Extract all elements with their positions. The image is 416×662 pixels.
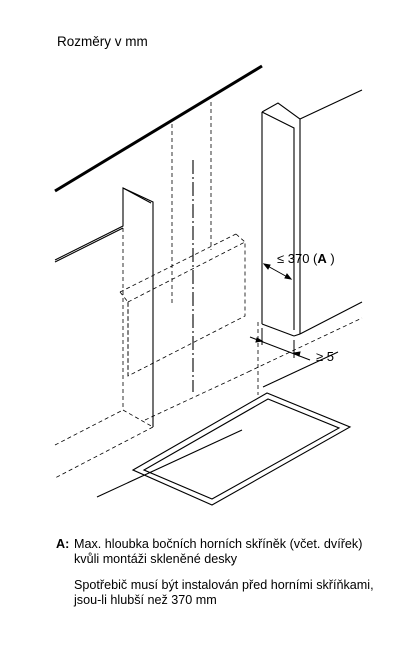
gap-label: ≥ 5 xyxy=(316,349,334,364)
right-wall-cabinet xyxy=(261,89,363,337)
left-cabinet-hidden-lines xyxy=(54,228,249,479)
note-a: A: Max. hloubka bočních horních skříněk … xyxy=(56,537,386,566)
gap-dimension-arrow xyxy=(249,328,311,361)
chimney-hidden-lines xyxy=(171,102,212,305)
note-a-text: Max. hloubka bočních horních skříněk (vč… xyxy=(74,537,363,566)
ceiling-edge-line xyxy=(54,64,263,193)
worktop xyxy=(96,351,339,498)
dimension-a-label: ≤ 370 (A ) xyxy=(277,251,335,266)
note-a-key: A: xyxy=(56,537,70,551)
dimension-a-arrow xyxy=(262,263,293,280)
dimensions-heading: Rozměry v mm xyxy=(57,34,148,49)
cooktop-glass xyxy=(131,392,352,506)
dimension-a-prefix: ≤ 370 ( xyxy=(277,251,318,266)
notes-section: A: Max. hloubka bočních horních skříněk … xyxy=(56,537,386,607)
dimension-a-key: A xyxy=(317,251,327,266)
dimension-a-suffix: ) xyxy=(327,251,335,266)
hood-hidden-lines xyxy=(119,233,246,377)
installation-note: Spotřebič musí být instalován před horní… xyxy=(74,578,374,607)
right-cabinet-hidden-lines xyxy=(247,317,363,395)
left-wall-cabinet xyxy=(54,187,154,427)
